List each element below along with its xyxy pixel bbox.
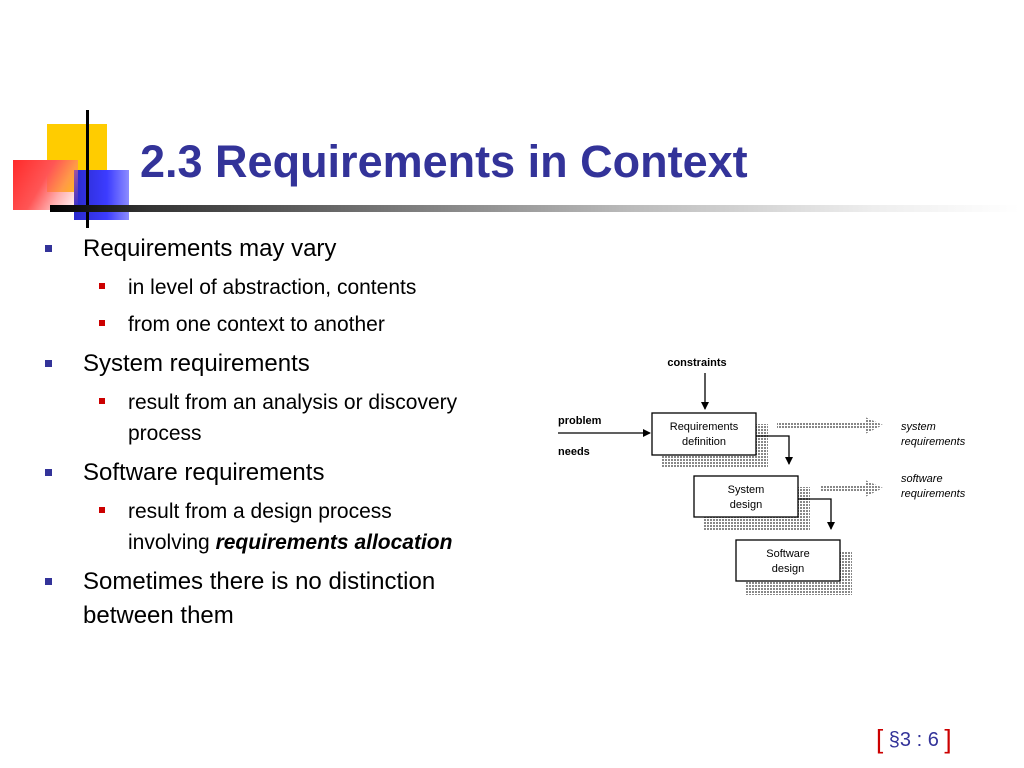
system-design-to-software-design-arrow	[798, 498, 835, 530]
bullet-text: Requirements may vary	[83, 235, 337, 262]
bullet-text: between them	[83, 602, 234, 629]
title-underline	[50, 205, 1020, 212]
problem-label: problem	[558, 415, 602, 427]
definition-to-system-design-arrow	[756, 435, 793, 465]
bullet-marker	[45, 245, 52, 252]
requirements-allocation-emphasis: requirements allocation	[215, 531, 453, 554]
bullet-marker	[45, 578, 52, 585]
section-reference: [ §3 : 6 ]	[876, 724, 952, 755]
bullet-software-requirements: Software requirements	[45, 456, 325, 490]
bullet-continuation: between them	[83, 599, 234, 633]
sub-bullet: in level of abstraction, contents	[99, 272, 417, 303]
bullet-text: Sometimes there is no distinction	[83, 568, 436, 595]
system-design-line2: design	[730, 499, 762, 511]
logo-red-square	[13, 160, 78, 210]
system-design-box	[693, 475, 799, 518]
system-requirements-label-2: requirements	[901, 436, 966, 448]
constraints-label: constraints	[667, 357, 726, 369]
software-design-line2: design	[772, 563, 804, 575]
sub-bullet-text: process	[128, 422, 202, 445]
system-design-line1: System	[728, 484, 765, 496]
section-page-ref: §3 : 6	[888, 729, 939, 751]
sub-bullet-text: in level of abstraction, contents	[128, 276, 417, 299]
sub-bullet-marker	[99, 507, 105, 513]
software-requirements-output-arrowhead	[865, 480, 883, 497]
sub-bullet-text: from one context to another	[128, 313, 385, 336]
bullet-requirements-vary: Requirements may vary	[45, 232, 337, 266]
bullet-text: Software requirements	[83, 459, 325, 486]
logo-vertical-line	[86, 110, 89, 228]
bullet-marker	[45, 469, 52, 476]
system-requirements-output-arrow	[777, 423, 865, 428]
software-requirements-label-2: requirements	[901, 488, 966, 500]
sub-bullet: from one context to another	[99, 309, 385, 340]
sub-bullet-text: result from a design process	[128, 500, 392, 523]
sub-bullet-marker	[99, 398, 105, 404]
open-bracket: [	[876, 724, 884, 754]
requirements-definition-line2: definition	[682, 436, 726, 448]
sub-bullet: result from a design process	[99, 496, 392, 527]
needs-label: needs	[558, 446, 590, 458]
requirements-definition-line1: Requirements	[670, 421, 739, 433]
sub-bullet: result from an analysis or discovery	[99, 387, 458, 418]
system-requirements-output-arrowhead	[865, 417, 883, 434]
sub-bullet-continuation: involving requirements allocation	[128, 527, 452, 558]
close-bracket: ]	[944, 724, 952, 754]
sub-bullet-marker	[99, 283, 105, 289]
sub-bullet-text: involving	[128, 531, 216, 554]
software-design-box	[735, 539, 841, 582]
logo-blue-square	[74, 170, 129, 220]
bullet-system-requirements: System requirements	[45, 347, 310, 381]
sub-bullet-continuation: process	[128, 418, 202, 449]
bullet-no-distinction: Sometimes there is no distinction	[45, 565, 436, 599]
software-requirements-output-arrow	[820, 486, 865, 491]
sub-bullet-text: result from an analysis or discovery	[128, 391, 458, 414]
software-requirements-label-1: software	[901, 473, 943, 485]
slide-title: 2.3 Requirements in Context	[140, 136, 748, 187]
sub-bullet-marker	[99, 320, 105, 326]
system-requirements-label-1: system	[901, 421, 936, 433]
requirements-definition-box	[651, 412, 757, 456]
requirements-process-diagram: constraints problem needs Requirements d…	[558, 357, 966, 595]
bullet-marker	[45, 360, 52, 367]
bullet-text: System requirements	[83, 350, 310, 377]
software-design-line1: Software	[766, 548, 809, 560]
